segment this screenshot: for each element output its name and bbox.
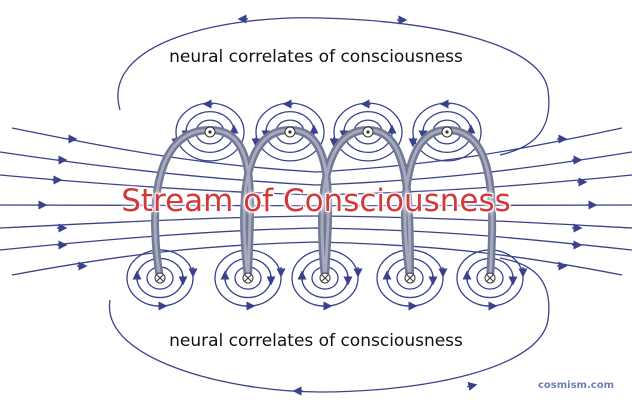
watermark: cosmism.com bbox=[538, 380, 614, 391]
current-out-dot bbox=[288, 130, 291, 133]
bottom-label: neural correlates of consciousness bbox=[0, 331, 632, 351]
field-arrow bbox=[467, 385, 473, 386]
current-out-dot bbox=[208, 130, 211, 133]
current-out-dot bbox=[366, 130, 369, 133]
top-label: neural correlates of consciousness bbox=[0, 47, 632, 67]
field-line-horizontal bbox=[0, 152, 632, 185]
current-out-dot bbox=[445, 130, 448, 133]
stream-title: Stream of Consciousness bbox=[0, 183, 632, 219]
field-line-horizontal bbox=[0, 228, 632, 250]
